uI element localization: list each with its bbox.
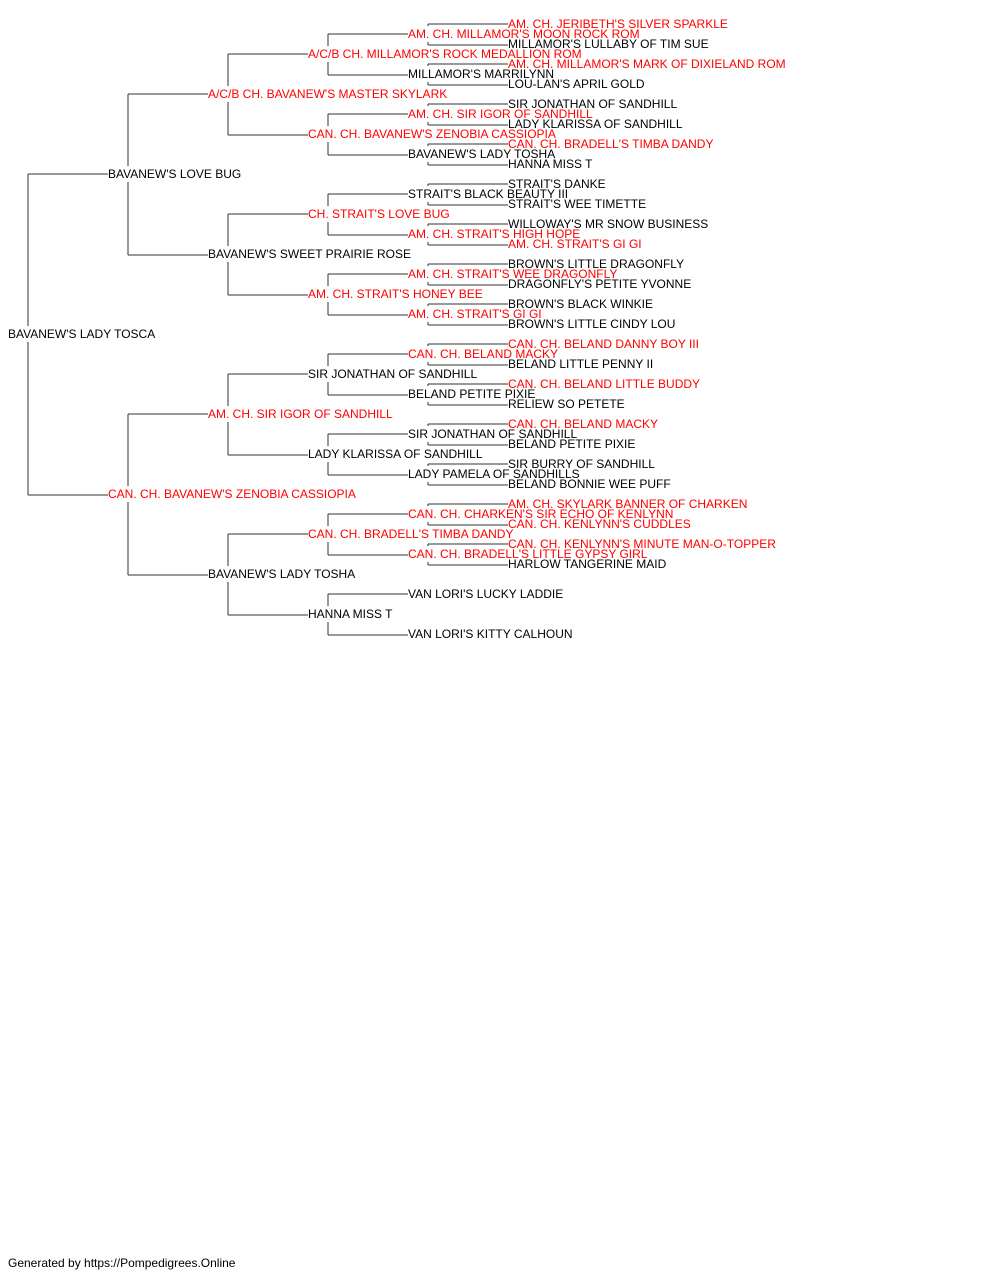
ancestor-name-gen5: CAN. CH. BRADELL'S TIMBA DANDY (508, 137, 713, 151)
pedigree-connectors (27, 23, 508, 636)
ancestor-name-gen4: AM. CH. STRAIT'S GI GI (408, 307, 542, 321)
ancestor-name-gen2: BAVANEW'S SWEET PRAIRIE ROSE (208, 247, 411, 261)
ancestor-name-gen4: CAN. CH. BRADELL'S LITTLE GYPSY GIRL (408, 547, 648, 561)
ancestor-name-gen4: MILLAMOR'S MARRILYNN (408, 67, 554, 81)
ancestor-name-gen1: BAVANEW'S LOVE BUG (108, 167, 241, 181)
footer-credit: Generated by https://Pompedigrees.Online (8, 1256, 236, 1270)
ancestor-name-gen3: CAN. CH. BRADELL'S TIMBA DANDY (308, 527, 513, 541)
ancestor-name-gen4: AM. CH. SIR IGOR OF SANDHILL (408, 107, 593, 121)
ancestor-name-gen5: DRAGONFLY'S PETITE YVONNE (508, 277, 691, 291)
ancestor-name-gen5: BELAND PETITE PIXIE (508, 437, 635, 451)
ancestor-name-gen5: AM. CH. SKYLARK BANNER OF CHARKEN (508, 497, 747, 511)
ancestor-name-gen4: SIR JONATHAN OF SANDHILL (408, 427, 577, 441)
subject-name: BAVANEW'S LADY TOSCA (8, 327, 155, 341)
ancestor-name-gen5: BELAND LITTLE PENNY II (508, 357, 653, 371)
ancestor-name-gen4: BAVANEW'S LADY TOSHA (408, 147, 555, 161)
ancestor-name-gen5: STRAIT'S DANKE (508, 177, 606, 191)
ancestor-name-gen2: A/C/B CH. BAVANEW'S MASTER SKYLARK (208, 87, 447, 101)
ancestor-name-gen4: STRAIT'S BLACK BEAUTY III (408, 187, 568, 201)
ancestor-name-gen5: AM. CH. MILLAMOR'S MARK OF DIXIELAND ROM (508, 57, 786, 71)
ancestor-name-gen3: CH. STRAIT'S LOVE BUG (308, 207, 450, 221)
pedigree-labels: BAVANEW'S LADY TOSCA BAVANEW'S LOVE BUG CA… (8, 17, 786, 641)
ancestor-name-gen4: AM. CH. MILLAMOR'S MOON ROCK ROM (408, 27, 640, 41)
ancestor-name-gen5: RELIEW SO PETETE (508, 397, 625, 411)
ancestor-name-gen5: AM. CH. JERIBETH'S SILVER SPARKLE (508, 17, 728, 31)
ancestor-name-gen5: BROWN'S LITTLE CINDY LOU (508, 317, 675, 331)
ancestor-name-gen3: LADY KLARISSA OF SANDHILL (308, 447, 483, 461)
ancestor-name-gen4: LADY PAMELA OF SANDHILLS (408, 467, 580, 481)
ancestor-name-gen5: BELAND BONNIE WEE PUFF (508, 477, 671, 491)
ancestor-name-gen5: CAN. CH. KENLYNN'S MINUTE MAN-O-TOPPER (508, 537, 776, 551)
ancestor-name-gen2: AM. CH. SIR IGOR OF SANDHILL (208, 407, 393, 421)
ancestor-name-gen5: CAN. CH. BELAND LITTLE BUDDY (508, 377, 700, 391)
ancestor-name-gen5: LADY KLARISSA OF SANDHILL (508, 117, 683, 131)
ancestor-name-gen4: AM. CH. STRAIT'S HIGH HOPE (408, 227, 580, 241)
ancestor-name-gen4: VAN LORI'S LUCKY LADDIE (408, 587, 563, 601)
ancestor-name-gen3: SIR JONATHAN OF SANDHILL (308, 367, 477, 381)
ancestor-name-gen5: HANNA MISS T (508, 157, 593, 171)
ancestor-name-gen4: BELAND PETITE PIXIE (408, 387, 535, 401)
ancestor-name-gen5: CAN. CH. BELAND MACKY (508, 417, 658, 431)
ancestor-name-gen5: HARLOW TANGERINE MAID (508, 557, 667, 571)
ancestor-name-gen5: MILLAMOR'S LULLABY OF TIM SUE (508, 37, 709, 51)
ancestor-name-gen3: AM. CH. STRAIT'S HONEY BEE (308, 287, 483, 301)
ancestor-name-gen3: A/C/B CH. MILLAMOR'S ROCK MEDALLION ROM (308, 47, 582, 61)
ancestor-name-gen5: LOU-LAN'S APRIL GOLD (508, 77, 645, 91)
ancestor-name-gen2: BAVANEW'S LADY TOSHA (208, 567, 355, 581)
ancestor-name-gen5: CAN. CH. BELAND DANNY BOY III (508, 337, 699, 351)
ancestor-name-gen4: CAN. CH. BELAND MACKY (408, 347, 558, 361)
ancestor-name-gen1: CAN. CH. BAVANEW'S ZENOBIA CASSIOPIA (108, 487, 356, 501)
ancestor-name-gen5: WILLOWAY'S MR SNOW BUSINESS (508, 217, 708, 231)
ancestor-name-gen5: BROWN'S BLACK WINKIE (508, 297, 653, 311)
ancestor-name-gen5: SIR JONATHAN OF SANDHILL (508, 97, 677, 111)
ancestor-name-gen5: CAN. CH. KENLYNN'S CUDDLES (508, 517, 691, 531)
ancestor-name-gen4: VAN LORI'S KITTY CALHOUN (408, 627, 573, 641)
ancestor-name-gen5: BROWN'S LITTLE DRAGONFLY (508, 257, 684, 271)
ancestor-name-gen3: HANNA MISS T (308, 607, 393, 621)
ancestor-name-gen5: SIR BURRY OF SANDHILL (508, 457, 655, 471)
ancestor-name-gen5: AM. CH. STRAIT'S GI GI (508, 237, 642, 251)
ancestor-name-gen4: AM. CH. STRAIT'S WEE DRAGONFLY (408, 267, 617, 281)
ancestor-name-gen3: CAN. CH. BAVANEW'S ZENOBIA CASSIOPIA (308, 127, 556, 141)
ancestor-name-gen5: STRAIT'S WEE TIMETTE (508, 197, 646, 211)
ancestor-name-gen4: CAN. CH. CHARKEN'S SIR ECHO OF KENLYNN (408, 507, 673, 521)
